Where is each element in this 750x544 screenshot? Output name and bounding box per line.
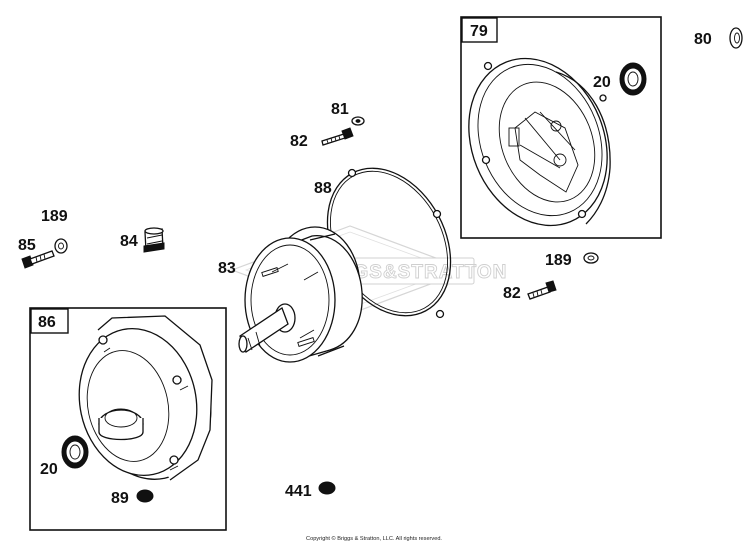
part-189-washer-right[interactable] xyxy=(583,252,599,264)
callout-89[interactable]: 89 xyxy=(111,490,129,507)
part-82-bolt-top[interactable] xyxy=(321,127,354,146)
part-83-drum[interactable] xyxy=(238,226,363,363)
callout-20-bottom[interactable]: 20 xyxy=(40,461,58,478)
callout-85[interactable]: 85 xyxy=(18,237,36,254)
callout-189-left[interactable]: 189 xyxy=(41,208,68,225)
part-86-cover[interactable] xyxy=(66,309,225,491)
part-79-housing[interactable] xyxy=(445,38,632,247)
part-85-bolt[interactable] xyxy=(21,250,55,269)
callout-81[interactable]: 81 xyxy=(331,101,349,118)
part-89-plug[interactable] xyxy=(136,489,154,503)
part-80-washer[interactable] xyxy=(729,27,743,49)
part-20-oil-seal-bottom[interactable] xyxy=(61,435,89,469)
callout-83[interactable]: 83 xyxy=(218,260,236,277)
callout-20-top[interactable]: 20 xyxy=(593,74,611,91)
callout-88[interactable]: 88 xyxy=(314,180,332,197)
callout-84[interactable]: 84 xyxy=(120,233,138,250)
part-189-washer-left[interactable] xyxy=(54,238,68,254)
copyright-notice: Copyright © Briggs & Stratton, LLC. All … xyxy=(306,535,442,542)
part-81-washer[interactable] xyxy=(351,116,365,126)
box-number-79: 79 xyxy=(470,23,488,40)
part-20-oil-seal-top[interactable] xyxy=(619,62,647,96)
callout-189-right[interactable]: 189 xyxy=(545,252,572,269)
box-number-86: 86 xyxy=(38,314,56,331)
callout-labels: 80 20 81 82 88 189 85 84 83 189 82 20 89… xyxy=(18,31,712,507)
part-441-plug[interactable] xyxy=(318,481,336,495)
callout-441[interactable]: 441 xyxy=(285,483,312,500)
part-84-plug[interactable] xyxy=(143,227,165,253)
callout-82-right[interactable]: 82 xyxy=(503,285,521,302)
callout-82-top[interactable]: 82 xyxy=(290,133,308,150)
part-82-bolt-right[interactable] xyxy=(527,280,557,300)
callout-80[interactable]: 80 xyxy=(694,31,712,48)
